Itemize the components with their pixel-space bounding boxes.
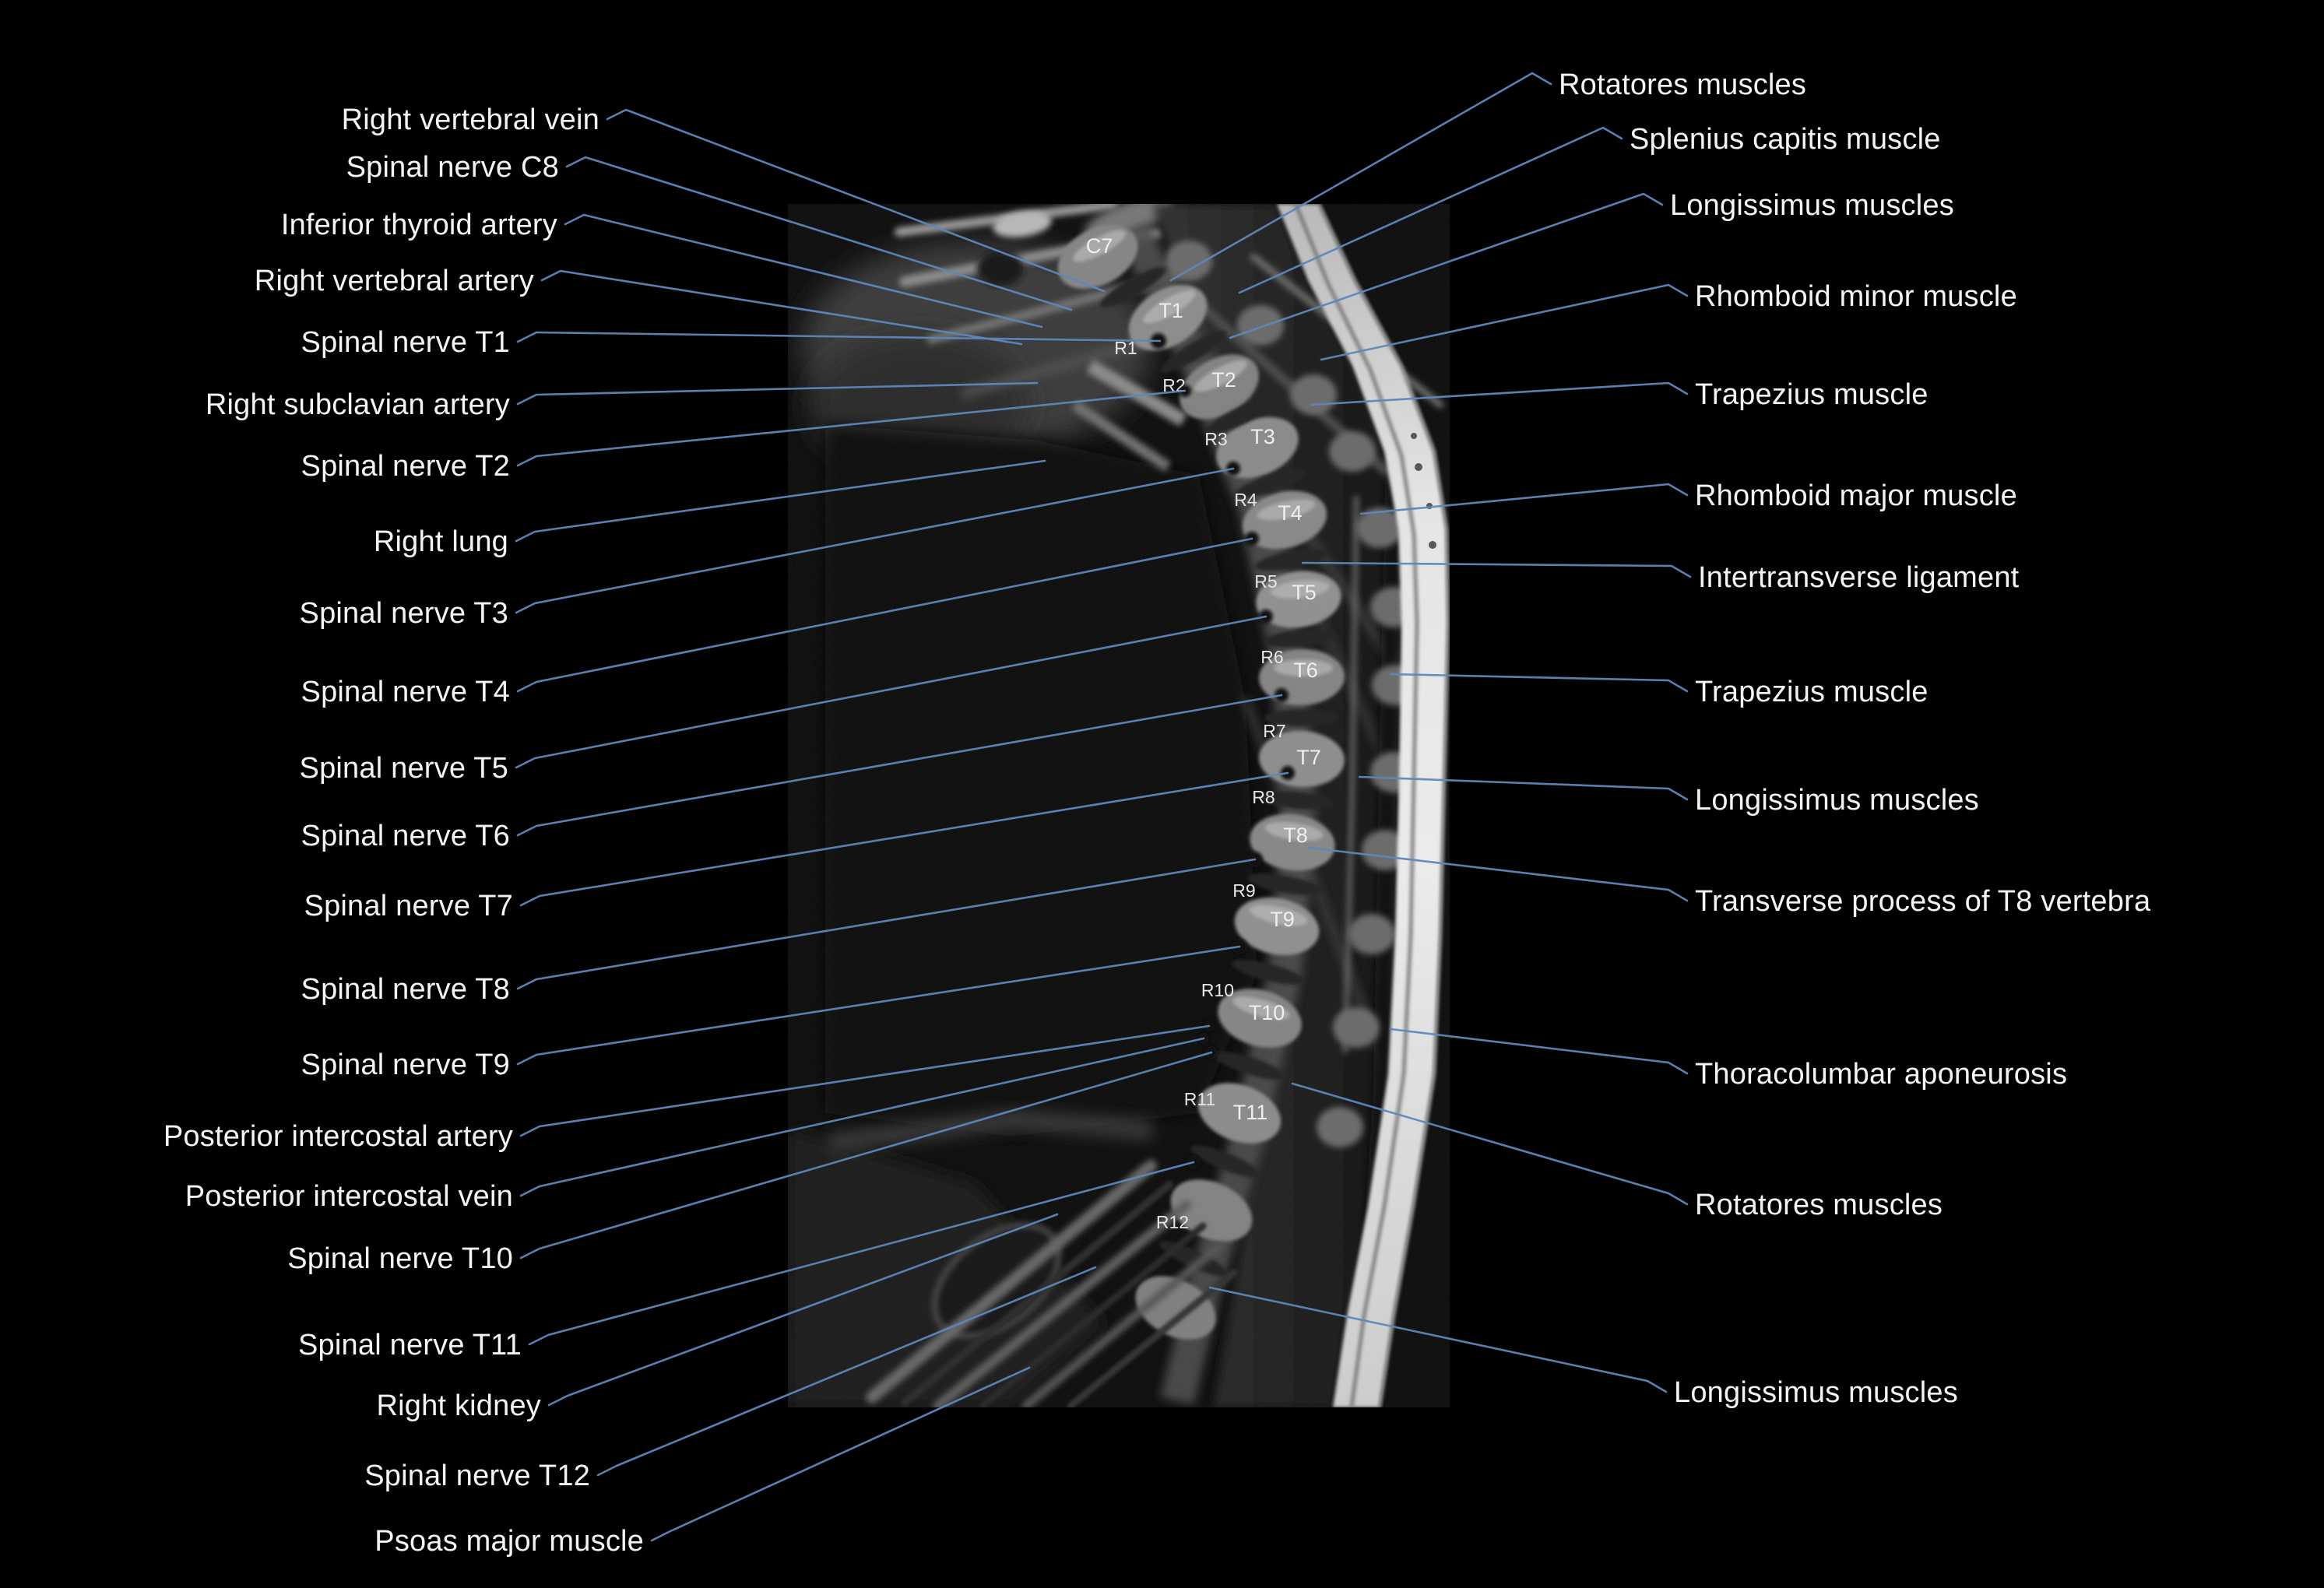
annotation-label-left: Spinal nerve T9 — [301, 1049, 510, 1082]
annotation-label-right: Intertransverse ligament — [1698, 561, 2020, 595]
rib-marker: R9 — [1232, 880, 1255, 901]
leader-line — [1359, 483, 1689, 515]
leader-line — [606, 108, 1106, 293]
annotation-label-right: Longissimus muscles — [1670, 189, 1954, 223]
vertebra-marker: T1 — [1158, 299, 1183, 322]
leader-line — [516, 537, 1253, 693]
annotation-label-left: Right vertebral artery — [254, 265, 534, 298]
leader-line — [547, 1213, 1059, 1407]
leader-line — [565, 156, 1073, 311]
leader-line — [1169, 72, 1552, 282]
annotation-label-left: Spinal nerve T1 — [301, 326, 510, 360]
leader-line — [650, 1366, 1031, 1542]
leader-line — [519, 1024, 1211, 1137]
leader-line — [528, 1161, 1195, 1346]
vertebra-marker: T7 — [1296, 746, 1321, 769]
annotation-label-left: Right kidney — [376, 1390, 541, 1423]
leader-line — [516, 381, 1039, 406]
leader-line — [1291, 1082, 1689, 1206]
leader-line — [516, 694, 1283, 837]
annotation-label-left: Spinal nerve T6 — [301, 820, 510, 853]
annotation-label-left: Right subclavian artery — [205, 388, 510, 422]
leader-line — [1229, 192, 1664, 339]
annotation-label-left: Inferior thyroid artery — [280, 209, 557, 242]
vertebra-marker: T10 — [1249, 1001, 1285, 1024]
annotation-label-left: Spinal nerve T10 — [287, 1242, 513, 1276]
leader-line — [515, 467, 1235, 614]
annotation-label-left: Spinal nerve T12 — [364, 1460, 590, 1493]
leader-line — [515, 459, 1046, 543]
mri-scan-content — [788, 204, 1450, 1407]
annotation-label-left: Spinal nerve T2 — [301, 450, 510, 483]
leader-line — [516, 389, 1187, 467]
leader-line — [519, 1051, 1213, 1260]
rib-marker: R8 — [1252, 787, 1275, 807]
annotation-label-left: Spinal nerve T3 — [299, 597, 508, 631]
annotation-label-left: Posterior intercostal artery — [163, 1120, 513, 1154]
annotation-label-right: Rotatores muscles — [1559, 69, 1807, 102]
leader-line — [1307, 846, 1689, 902]
leader-line — [564, 213, 1043, 328]
annotation-label-left: Spinal nerve T5 — [299, 752, 508, 785]
leader-line — [596, 1266, 1097, 1477]
vertebra-marker: T5 — [1292, 581, 1317, 604]
annotation-label-right: Splenius capitis muscle — [1630, 123, 1941, 156]
leader-line — [516, 945, 1241, 1066]
annotation-label-left: Spinal nerve T8 — [301, 973, 510, 1007]
annotation-label-right: Trapezius muscle — [1695, 676, 1928, 709]
annotation-label-left: Right lung — [373, 525, 508, 559]
leader-line — [1389, 1028, 1689, 1075]
annotation-label-left: Psoas major muscle — [374, 1525, 644, 1558]
leader-line — [1358, 775, 1689, 801]
leader-line — [1301, 561, 1692, 578]
vertebra-marker: C7 — [1086, 234, 1113, 258]
annotation-label-right: Longissimus muscles — [1674, 1376, 1958, 1410]
annotation-label-left: Spinal nerve C8 — [346, 151, 559, 184]
rib-marker: R6 — [1260, 647, 1283, 667]
vertebra-marker: T8 — [1283, 824, 1308, 847]
leader-line — [516, 331, 1162, 343]
leader-line — [516, 858, 1257, 990]
annotation-label-left: Spinal nerve T4 — [301, 676, 510, 709]
annotation-label-right: Transverse process of T8 vertebra — [1695, 885, 2151, 919]
vertebra-marker: T3 — [1250, 425, 1275, 448]
rib-marker: R10 — [1201, 980, 1234, 1000]
leader-line — [1320, 283, 1689, 361]
vertebra-marker: T2 — [1211, 368, 1236, 392]
rib-marker: R4 — [1234, 490, 1257, 510]
vertebra-marker: T6 — [1293, 659, 1318, 682]
rib-marker: R7 — [1263, 721, 1285, 741]
annotation-label-left: Spinal nerve T7 — [304, 890, 513, 923]
leader-line — [519, 1037, 1205, 1197]
rib-marker: R12 — [1156, 1212, 1189, 1232]
leader-line — [1310, 381, 1689, 406]
annotation-label-left: Posterior intercostal vein — [185, 1180, 513, 1214]
annotation-label-right: Thoracolumbar aponeurosis — [1695, 1058, 2068, 1091]
annotation-label-right: Rotatores muscles — [1695, 1189, 1943, 1222]
vertebra-marker: T11 — [1233, 1101, 1268, 1124]
annotation-label-right: Longissimus muscles — [1695, 784, 1979, 817]
leader-line — [515, 615, 1267, 769]
annotation-label-left: Right vertebral vein — [341, 104, 599, 137]
vertebra-marker: T9 — [1270, 908, 1295, 931]
vertebra-marker: T4 — [1278, 501, 1303, 525]
rib-marker: R5 — [1254, 571, 1277, 592]
leader-line — [519, 771, 1289, 907]
leader-line — [540, 269, 1023, 346]
rib-marker: R11 — [1184, 1089, 1216, 1109]
annotation-label-right: Trapezius muscle — [1695, 378, 1928, 412]
leader-line — [1238, 126, 1623, 294]
annotation-label-right: Rhomboid major muscle — [1695, 480, 2017, 513]
annotation-label-right: Rhomboid minor muscle — [1695, 280, 2017, 314]
leader-line — [1389, 673, 1689, 693]
rib-marker: R3 — [1204, 429, 1227, 449]
leader-line — [1208, 1286, 1668, 1393]
annotation-label-left: Spinal nerve T11 — [298, 1329, 522, 1362]
